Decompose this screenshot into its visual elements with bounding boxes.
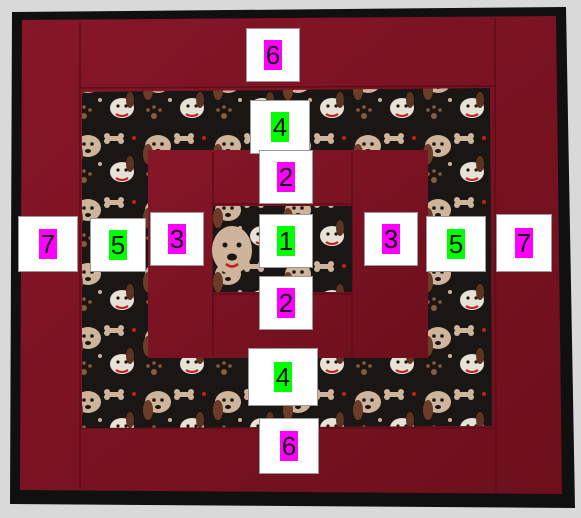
label-6-bottom: 6 <box>259 418 319 474</box>
label-2-bottom-text: 2 <box>277 288 295 318</box>
label-7-left: 7 <box>18 216 78 272</box>
label-1-center: 1 <box>259 214 313 268</box>
label-2-top-text: 2 <box>277 162 295 192</box>
label-5-left-text: 5 <box>109 230 127 260</box>
label-4-top: 4 <box>250 100 310 154</box>
label-2-top: 2 <box>259 150 313 204</box>
label-2-bottom: 2 <box>259 276 313 330</box>
label-7-left-text: 7 <box>39 229 57 259</box>
label-3-left: 3 <box>150 212 204 266</box>
label-7-right: 7 <box>496 214 552 272</box>
label-3-left-text: 3 <box>168 224 186 254</box>
label-4-bottom-text: 4 <box>274 362 292 392</box>
label-6-top: 6 <box>246 28 300 82</box>
label-5-left: 5 <box>90 218 146 272</box>
label-7-right-text: 7 <box>515 228 533 258</box>
label-6-bottom-text: 6 <box>280 431 298 461</box>
label-3-right-text: 3 <box>382 224 400 254</box>
label-6-top-text: 6 <box>264 40 282 70</box>
label-4-top-text: 4 <box>271 112 289 142</box>
label-1-center-text: 1 <box>277 226 295 256</box>
label-5-right: 5 <box>426 216 486 272</box>
label-5-right-text: 5 <box>447 229 465 259</box>
label-4-bottom: 4 <box>248 348 318 406</box>
label-3-right: 3 <box>364 212 418 266</box>
